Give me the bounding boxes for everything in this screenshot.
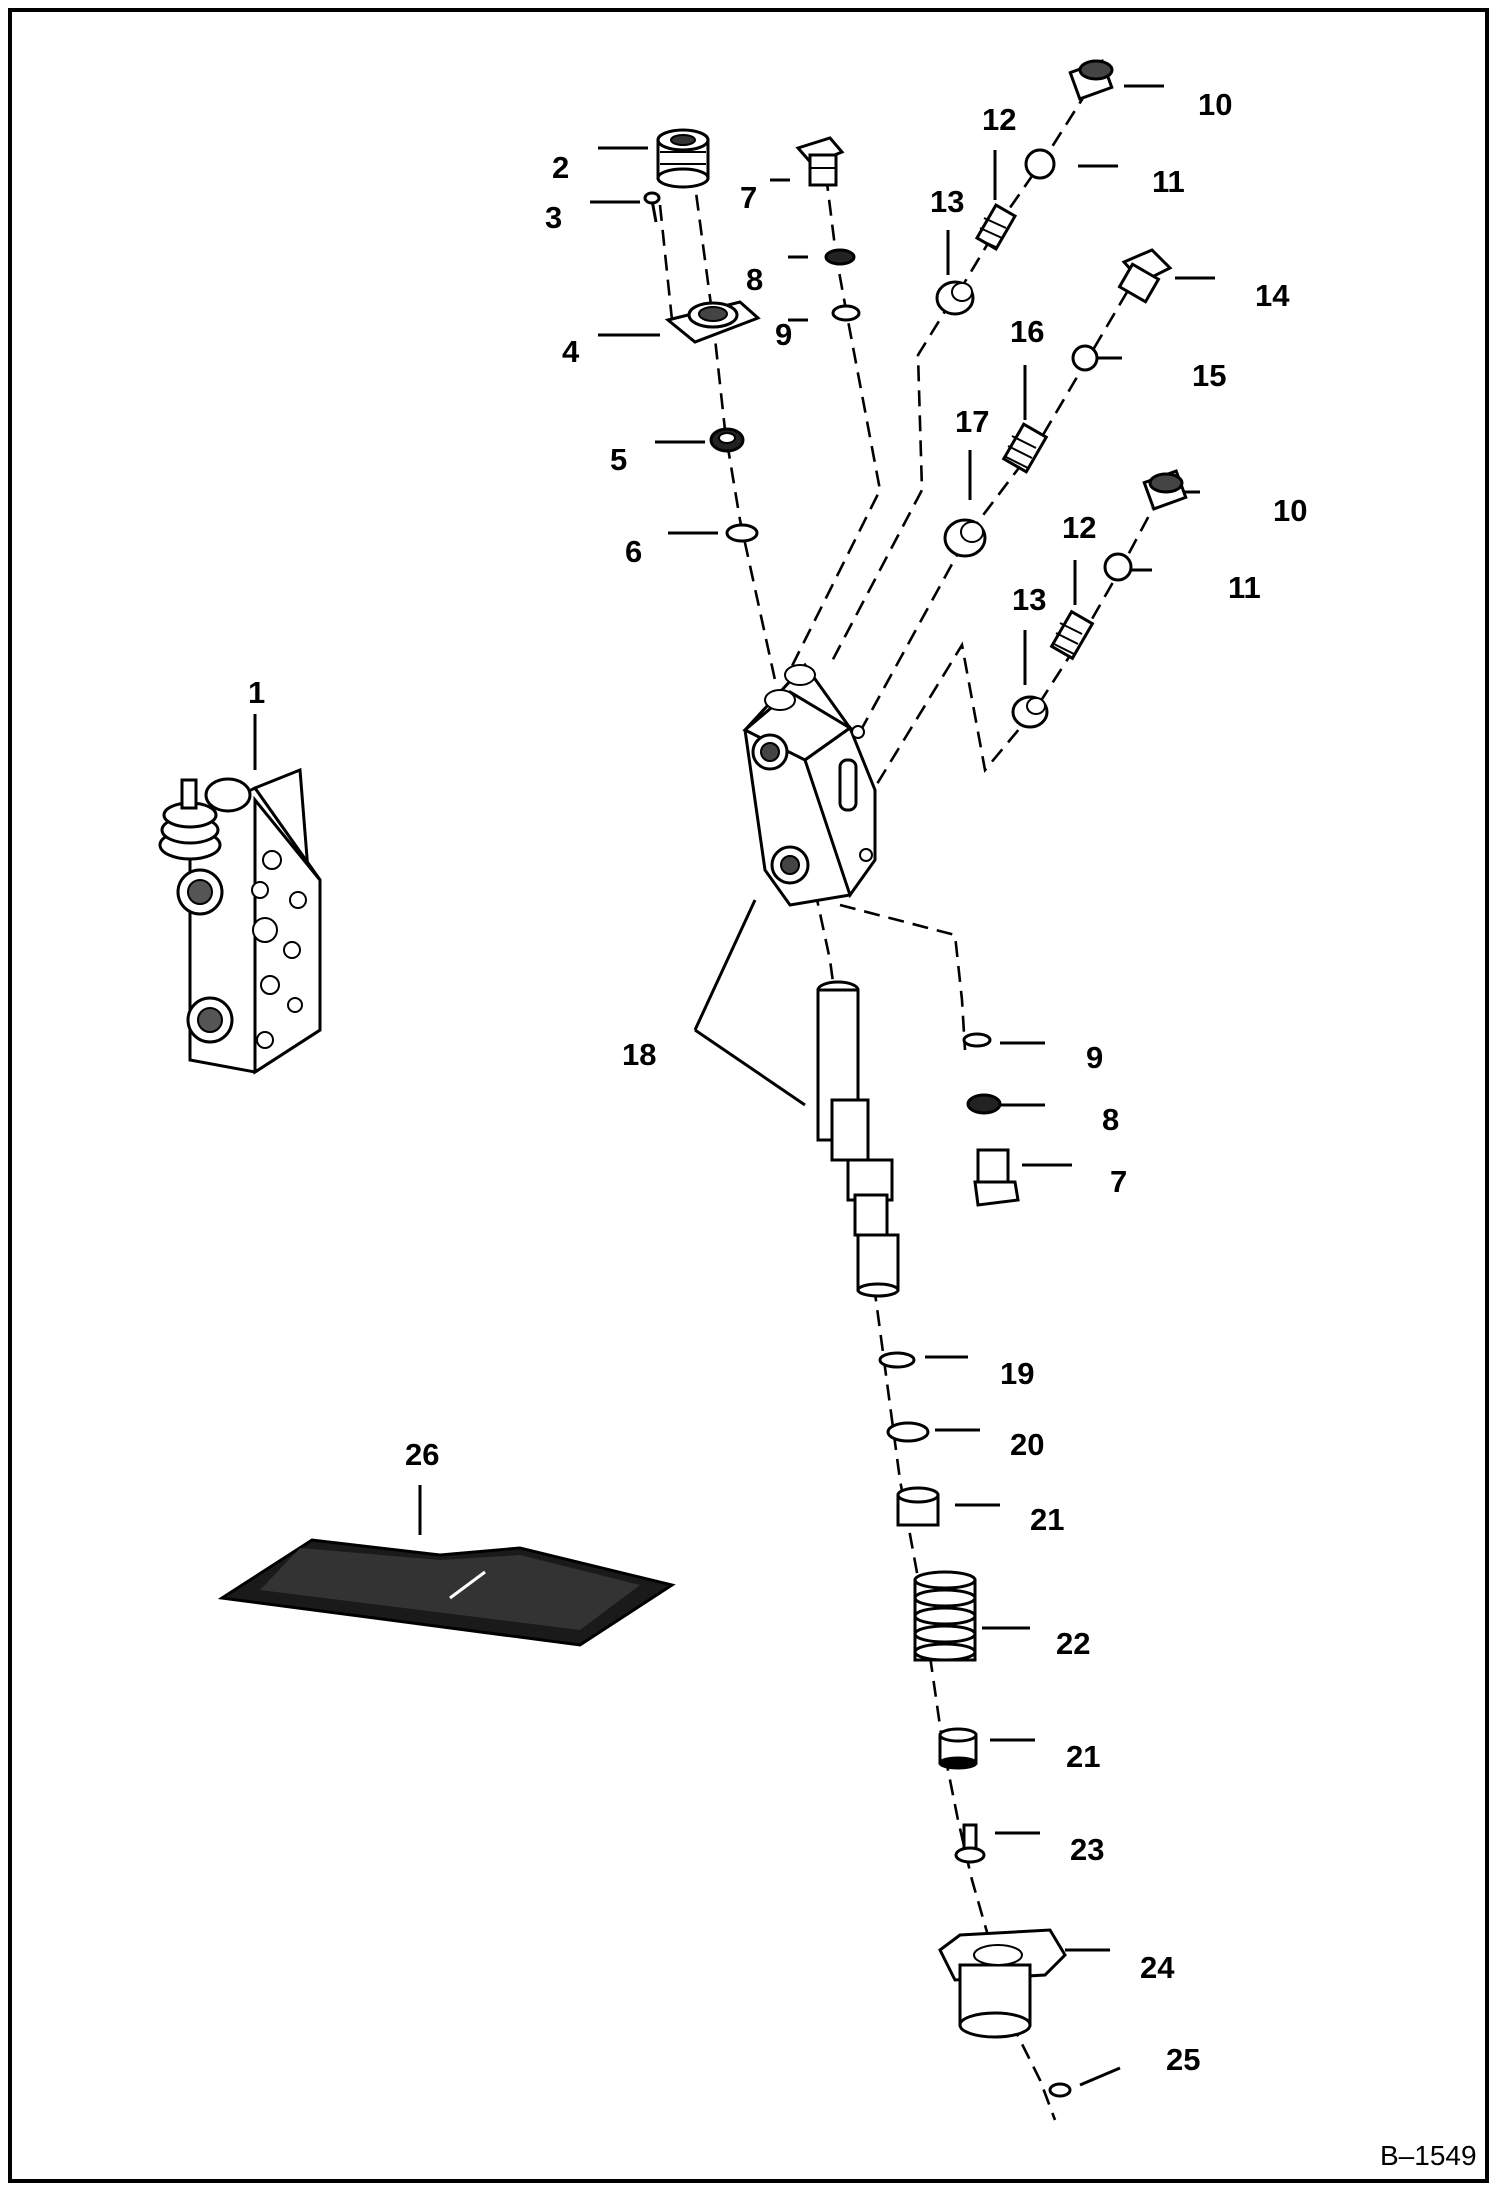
spring-cup-icon: [938, 1727, 978, 1770]
plug-icon: [973, 1148, 1020, 1207]
callout-12-top: 12: [982, 102, 1016, 137]
poppet-icon: [935, 280, 975, 316]
callout-11-top: 11: [1152, 164, 1185, 199]
callout-8-top: 8: [746, 262, 763, 297]
ball-icon: [1024, 148, 1056, 180]
spring-icon: [1049, 609, 1095, 661]
callout-10-top: 10: [1198, 87, 1232, 122]
callout-11-lower: 11: [1228, 570, 1261, 605]
callout-7-top: 7: [740, 180, 757, 215]
poppet-icon: [1011, 695, 1049, 729]
callout-20: 20: [1010, 1427, 1044, 1462]
seal-icon: [886, 1421, 930, 1443]
callout-18: 18: [622, 1037, 656, 1072]
o-ring-icon: [831, 304, 861, 322]
callout-2: 2: [552, 150, 569, 185]
seal-icon: [966, 1093, 1002, 1115]
diagram-border: [8, 8, 1489, 2183]
spring-cup-icon: [896, 1486, 940, 1527]
callout-26: 26: [405, 1437, 439, 1472]
callout-9-top: 9: [775, 317, 792, 352]
ball-icon: [1071, 344, 1099, 372]
bolt-icon: [954, 1823, 986, 1864]
callout-19: 19: [1000, 1356, 1034, 1391]
seal-icon: [709, 427, 745, 453]
callout-21-lower: 21: [1066, 1739, 1100, 1774]
spool-icon: [816, 980, 900, 1298]
ball-icon: [1103, 552, 1133, 582]
callout-1: 1: [248, 675, 265, 710]
callout-12-lower: 12: [1062, 510, 1096, 545]
seal-icon: [824, 248, 856, 266]
callout-13-lower: 13: [1012, 582, 1046, 617]
spring-icon: [913, 1570, 977, 1662]
callout-24: 24: [1140, 1950, 1175, 1985]
callout-10-lower: 10: [1273, 493, 1307, 528]
o-ring-icon: [725, 523, 759, 543]
screw-icon: [643, 191, 661, 223]
o-ring-icon: [962, 1032, 992, 1048]
assembly-lines: [658, 89, 1162, 2121]
leader-lines: [253, 84, 1215, 2087]
callout-16: 16: [1010, 314, 1044, 349]
screw-icon: [1048, 2082, 1072, 2098]
callout-23: 23: [1070, 1832, 1104, 1867]
callout-3: 3: [545, 200, 562, 235]
plug-icon: [1068, 59, 1114, 101]
plug-icon: [1142, 469, 1188, 511]
valve-section-icon: [158, 767, 322, 1075]
callout-9-lower: 9: [1086, 1040, 1103, 1075]
figure-id: B–1549: [1380, 2140, 1477, 2171]
end-cap-icon: [938, 1928, 1067, 2039]
poppet-icon: [943, 518, 987, 558]
spring-icon: [1001, 422, 1049, 474]
cover-plate-icon: [664, 300, 761, 344]
callout-14: 14: [1255, 278, 1290, 313]
o-ring-icon: [878, 1351, 916, 1369]
plug-icon: [1117, 248, 1173, 304]
callout-21-upper: 21: [1030, 1502, 1064, 1537]
plug-icon: [656, 128, 710, 189]
callout-5: 5: [610, 442, 627, 477]
callout-4: 4: [562, 334, 580, 369]
callout-15: 15: [1192, 358, 1226, 393]
callout-22: 22: [1056, 1626, 1090, 1661]
callout-6: 6: [625, 534, 642, 569]
plug-icon: [795, 136, 845, 187]
spring-icon: [974, 202, 1018, 252]
callout-7-lower: 7: [1110, 1164, 1127, 1199]
callout-13-top: 13: [930, 184, 964, 219]
callout-17: 17: [955, 404, 989, 439]
valve-body-icon: [742, 662, 877, 907]
callout-8-lower: 8: [1102, 1102, 1119, 1137]
callout-25: 25: [1166, 2042, 1200, 2077]
callout-labels: 1 2 3 4 5 6 7 8 9 10 11 12 13 14 15 16 1…: [248, 87, 1307, 2077]
decal-icon: [217, 1538, 676, 1647]
